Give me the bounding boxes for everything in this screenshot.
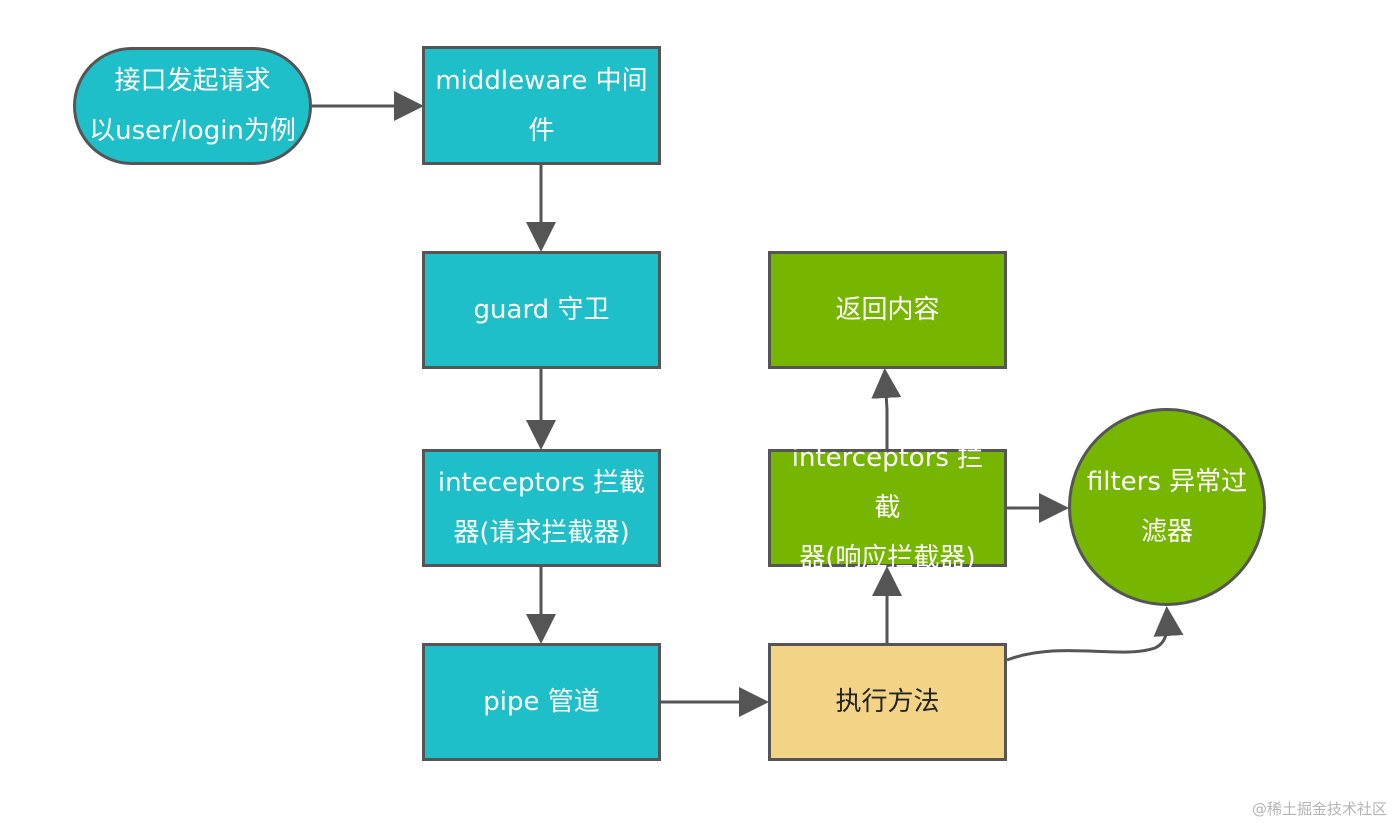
watermark: @稀土掘金技术社区 [1251, 800, 1387, 818]
request-interceptor-label-line1: inteceptors 拦截 [437, 468, 646, 498]
middleware-node: middleware 中间 件 [422, 46, 661, 165]
pipe-node: pipe 管道 [422, 643, 661, 761]
execute-method-node: 执行方法 [768, 643, 1007, 761]
arrow-res-interceptor-to-return [871, 368, 902, 449]
exception-filter-label-line2: 滤器 [1140, 517, 1193, 547]
return-content-node: 返回内容 [768, 251, 1007, 369]
request-interceptor-label-line2: 器(请求拦截器) [453, 518, 630, 548]
guard-node: guard 守卫 [422, 251, 661, 369]
response-interceptor-node: interceptors 拦截 器(响应拦截器) [768, 443, 1007, 573]
response-interceptor-label-line2: 器(响应拦截器) [799, 543, 976, 573]
request-start-example: 以user/login为例 [89, 116, 296, 146]
execute-method-label: 执行方法 [835, 687, 940, 717]
middleware-label-line2: 件 [528, 115, 555, 146]
exception-filter-node: filters 异常过 滤器 [1068, 408, 1266, 606]
pipe-label: pipe 管道 [483, 687, 600, 717]
request-interceptor-node: inteceptors 拦截 器(请求拦截器) [422, 449, 661, 567]
request-start-node: 接口发起请求 以user/login为例 [73, 47, 312, 165]
arrow-execute-to-filter [1006, 606, 1184, 662]
guard-label: guard 守卫 [473, 295, 610, 325]
request-start-label: 接口发起请求 [114, 66, 271, 96]
exception-filter-label-line1: filters 异常过 [1086, 467, 1248, 497]
response-interceptor-label-line1: interceptors 拦截 [791, 443, 984, 523]
middleware-label-line1: middleware 中间 [435, 65, 648, 96]
return-content-label: 返回内容 [835, 295, 940, 325]
